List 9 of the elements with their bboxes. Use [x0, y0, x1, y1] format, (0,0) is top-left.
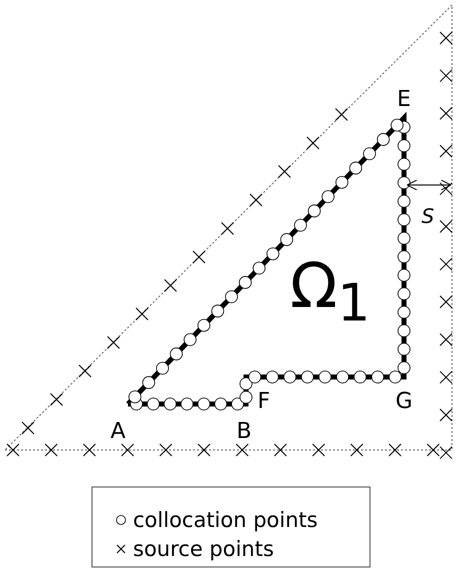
vertex-label: E	[397, 89, 411, 111]
vertex-label: F	[258, 391, 270, 413]
dimension-label: S	[422, 206, 434, 226]
legend-text: collocation points	[133, 510, 318, 530]
legend-text: source points	[133, 538, 274, 560]
region-label: Ω$_{1}$	[290, 254, 370, 330]
vertex-label: A	[110, 421, 126, 443]
vertex-label: B	[236, 421, 252, 443]
vertex-label: G	[396, 391, 413, 413]
